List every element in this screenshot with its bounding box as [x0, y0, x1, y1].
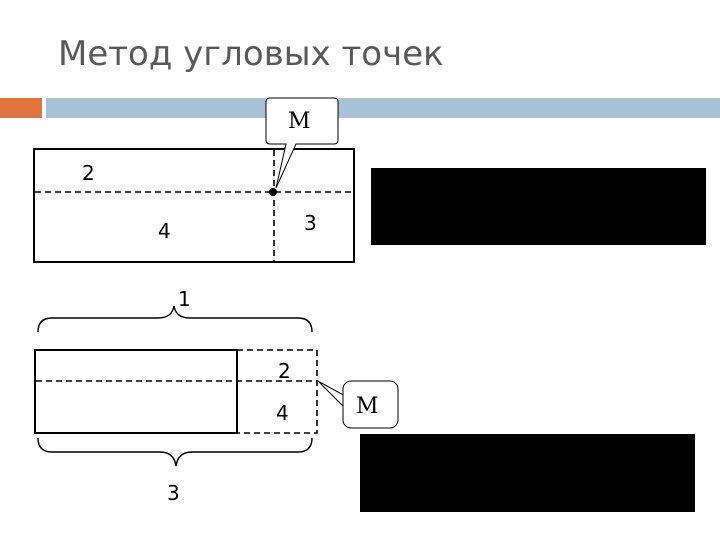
- top-diagram: 2 4 3 М: [33, 97, 706, 263]
- top-label-3: 3: [304, 211, 317, 235]
- bottom-callout-m: [342, 380, 399, 429]
- bottom-solid-rect: [34, 349, 238, 434]
- bottom-redaction-block: [360, 434, 695, 512]
- top-redaction-block: [371, 168, 706, 245]
- top-brace: [37, 305, 313, 333]
- bottom-label-3: 3: [167, 481, 180, 505]
- top-callout-m-label: М: [288, 109, 311, 134]
- top-outer-rect: [33, 148, 355, 263]
- callout-pointer-upper: [317, 380, 348, 398]
- bottom-label-2: 2: [278, 359, 291, 383]
- top-brace-group: 1: [37, 287, 313, 333]
- bottom-diagram: 2 4 М 3: [34, 349, 695, 512]
- title-accent-bar: [0, 98, 42, 118]
- title-underline-bar: [46, 98, 720, 118]
- point-m-marker: [269, 188, 277, 196]
- bottom-label-4: 4: [276, 401, 289, 425]
- callout-pointer-lower: [317, 380, 346, 409]
- bottom-dashed-extension: [236, 349, 318, 434]
- bottom-brace: [37, 437, 313, 467]
- slide-title: Метод угловых точек: [58, 34, 444, 74]
- label-1: 1: [178, 287, 191, 311]
- bottom-callout-m-label: М: [356, 394, 379, 419]
- top-label-4: 4: [158, 219, 171, 243]
- top-label-2: 2: [82, 161, 95, 185]
- top-callout-m: [265, 97, 339, 189]
